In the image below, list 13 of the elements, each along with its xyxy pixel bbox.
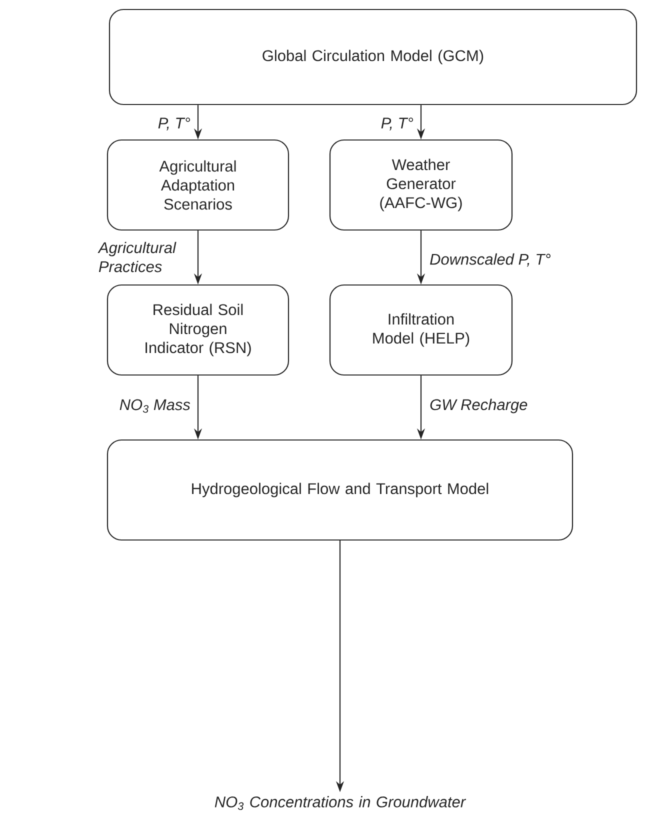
edge-label: P, T° bbox=[381, 118, 414, 130]
process-box: Agricultural Adaptation Scenarios bbox=[106, 139, 290, 231]
edge-label: Downscaled P, T° bbox=[430, 253, 550, 267]
edge-label: Agricultural Practices bbox=[98, 242, 176, 272]
edge-label: GW Recharge bbox=[430, 398, 528, 414]
edge-label: NO$_{3}$ Mass bbox=[120, 399, 190, 413]
process-box: Hydrogeological Flow and Transport Model bbox=[106, 439, 574, 541]
edge-label: P, T° bbox=[158, 118, 190, 130]
process-box: Global Circulation Model (GCM) bbox=[108, 8, 638, 106]
process-box: Weather Generator (AAFC-WG) bbox=[329, 139, 513, 231]
process-box: Residual Soil Nitrogen Indicator (RSN) bbox=[106, 284, 290, 376]
output-text: NO$_{3}$ Concentrations in Groundwater bbox=[214, 796, 466, 810]
process-box: Infiltration Model (HELP) bbox=[329, 284, 513, 376]
